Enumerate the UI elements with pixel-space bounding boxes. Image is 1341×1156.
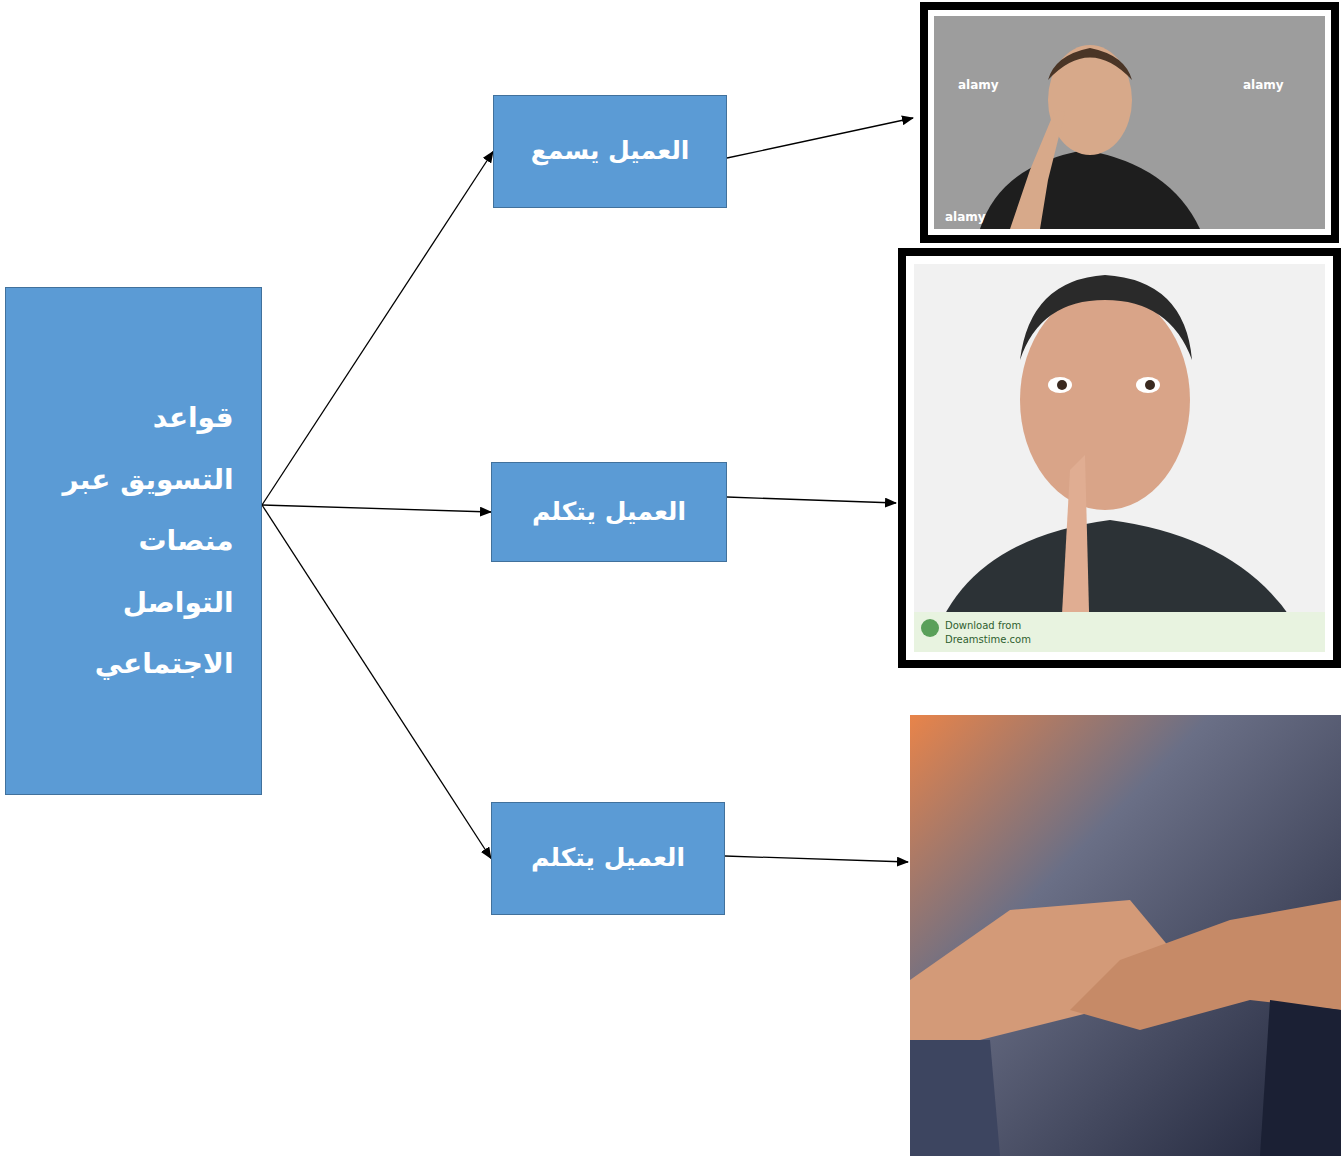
topic-box: قواعد التسويق عبر منصات التواصل الاجتماع… xyxy=(5,287,262,795)
listening-man-photo xyxy=(920,2,1339,243)
pointer-arrow xyxy=(725,856,908,862)
connector-arrow xyxy=(262,505,491,512)
connector-arrow xyxy=(262,505,491,859)
watermark: alamy xyxy=(1243,78,1284,92)
connector-arrow xyxy=(262,152,493,506)
pointer-arrow xyxy=(727,118,913,158)
watermark: alamy xyxy=(958,78,999,92)
box-text: العميل يتكلم xyxy=(532,496,686,529)
watermark: Download from xyxy=(945,620,1021,631)
speaking-man-photo xyxy=(898,248,1341,668)
box-text: العميل يسمع xyxy=(531,135,690,168)
process-box: العميل يتكلم xyxy=(491,802,725,915)
pointer-arrow xyxy=(727,497,896,503)
box-text: قواعد التسويق عبر منصات التواصل الاجتماع… xyxy=(34,387,234,695)
watermark: alamy xyxy=(945,210,986,224)
handshake-photo xyxy=(910,715,1341,1156)
box-text: العميل يتكلم xyxy=(531,842,685,875)
process-box: العميل يتكلم xyxy=(491,462,727,562)
process-box: العميل يسمع xyxy=(493,95,727,208)
watermark: Dreamstime.com xyxy=(945,634,1031,645)
